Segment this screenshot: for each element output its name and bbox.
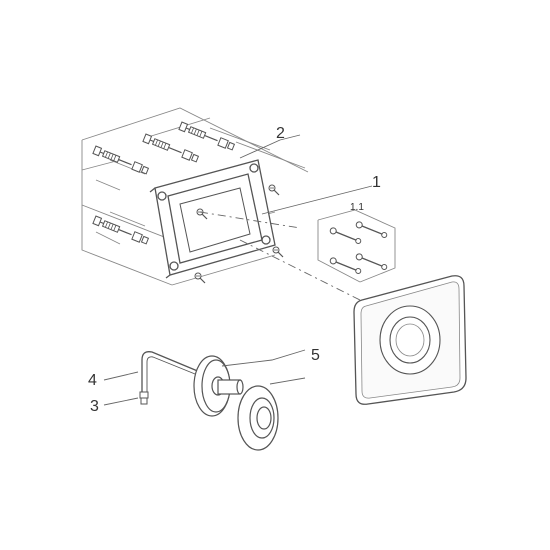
callout-4: 4: [88, 372, 97, 389]
leader-lines: [103, 134, 373, 406]
cover-plate: [353, 275, 467, 405]
flex-pipe: [141, 351, 201, 392]
callout-2: 2: [276, 125, 285, 142]
bracket-lines-part-2: [81, 107, 309, 286]
callout-1: 1: [372, 174, 381, 191]
callout-1-1: 1.1: [350, 202, 364, 213]
callout-3: 3: [90, 398, 99, 415]
bracket-lines-part-1-1: [317, 209, 396, 283]
bolt-set: [328, 220, 389, 276]
axis-lines: [199, 211, 361, 301]
mounting-frame: [149, 159, 276, 279]
rosette-set: [193, 355, 279, 451]
pipe-fitting: [139, 391, 149, 405]
callout-5: 5: [311, 347, 320, 364]
